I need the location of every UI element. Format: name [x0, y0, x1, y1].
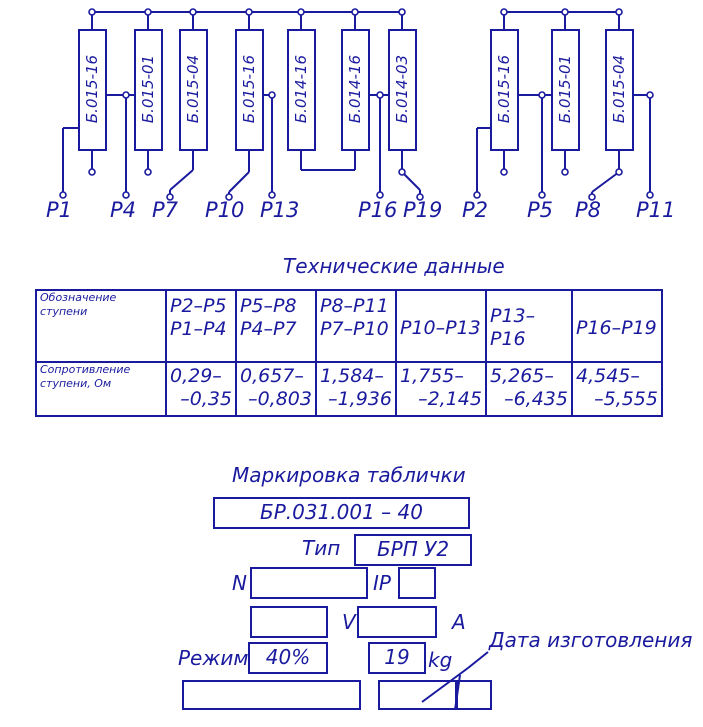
pin-label: P11 [636, 198, 676, 222]
kg-label: kg [428, 648, 453, 672]
pin-label: P8 [575, 198, 602, 222]
n-box [250, 567, 368, 599]
pin-label: P10 [205, 198, 245, 222]
resistor-label: Б.014-03 [393, 54, 411, 124]
current-box [357, 606, 437, 638]
date-year-box [455, 680, 492, 710]
table-cell: 1,755––2,145 [395, 361, 487, 417]
weight-box: 19 [368, 642, 426, 674]
type-value: БРП У2 [376, 537, 450, 561]
ip-label: IP [373, 571, 391, 595]
resistor-label: Б.015-01 [556, 54, 574, 124]
pin-label: P19 [403, 198, 443, 222]
weight-value: 19 [384, 645, 410, 669]
table-cell: 0,29––0,35 [165, 361, 237, 417]
v-label: V [342, 610, 356, 634]
table-cell: P13–P16 [485, 289, 573, 363]
spec-title: Технические данные [283, 254, 505, 278]
resistor-label: Б.015-04 [184, 54, 202, 124]
plate-code-box: БР.031.001 – 40 [213, 497, 470, 529]
table-cell: 1,584––1,936 [315, 361, 397, 417]
mode-value: 40% [265, 645, 311, 669]
pin-label: P13 [260, 198, 300, 222]
voltage-box [250, 606, 328, 638]
a-label: A [452, 610, 466, 634]
table-cell: P16–P19 [571, 289, 663, 363]
pin-label: P16 [358, 198, 398, 222]
pin-label: P7 [152, 198, 179, 222]
table-cell: 4,545––5,555 [571, 361, 663, 417]
mode-label: Режим [178, 646, 249, 670]
serial-box [182, 680, 361, 710]
plate-title: Маркировка таблички [232, 463, 466, 487]
row-header: Обозначение ступени [35, 289, 167, 363]
resistor-label: Б.014-16 [346, 54, 364, 124]
pin-label: P5 [527, 198, 554, 222]
resistor-label: Б.015-04 [610, 54, 628, 124]
resistor-label: Б.015-16 [240, 54, 258, 124]
row-header: Сопротивление ступени, Ом [35, 361, 167, 417]
plate-code: БР.031.001 – 40 [259, 500, 423, 524]
table-cell: P10–P13 [395, 289, 487, 363]
date-month-box [378, 680, 458, 710]
resistor-label: Б.015-01 [139, 54, 157, 124]
table-cell: 5,265––6,435 [485, 361, 573, 417]
pin-label: P2 [462, 198, 489, 222]
type-label: Тип [302, 536, 341, 560]
pin-label: P4 [110, 198, 137, 222]
table-row: Сопротивление ступени, Ом 0,29––0,35 0,6… [35, 361, 663, 417]
date-label: Дата изготовления [489, 628, 693, 652]
resistor-label: Б.015-16 [83, 54, 101, 124]
n-label: N [232, 571, 247, 595]
mode-box: 40% [248, 642, 328, 674]
type-box: БРП У2 [354, 534, 472, 566]
resistor-label: Б.014-16 [292, 54, 310, 124]
resistor-label: Б.015-16 [495, 54, 513, 124]
pin-label: P1 [46, 198, 73, 222]
table-cell: 0,657––0,803 [235, 361, 317, 417]
wiring-diagram [59, 8, 654, 201]
ip-box [398, 567, 436, 599]
